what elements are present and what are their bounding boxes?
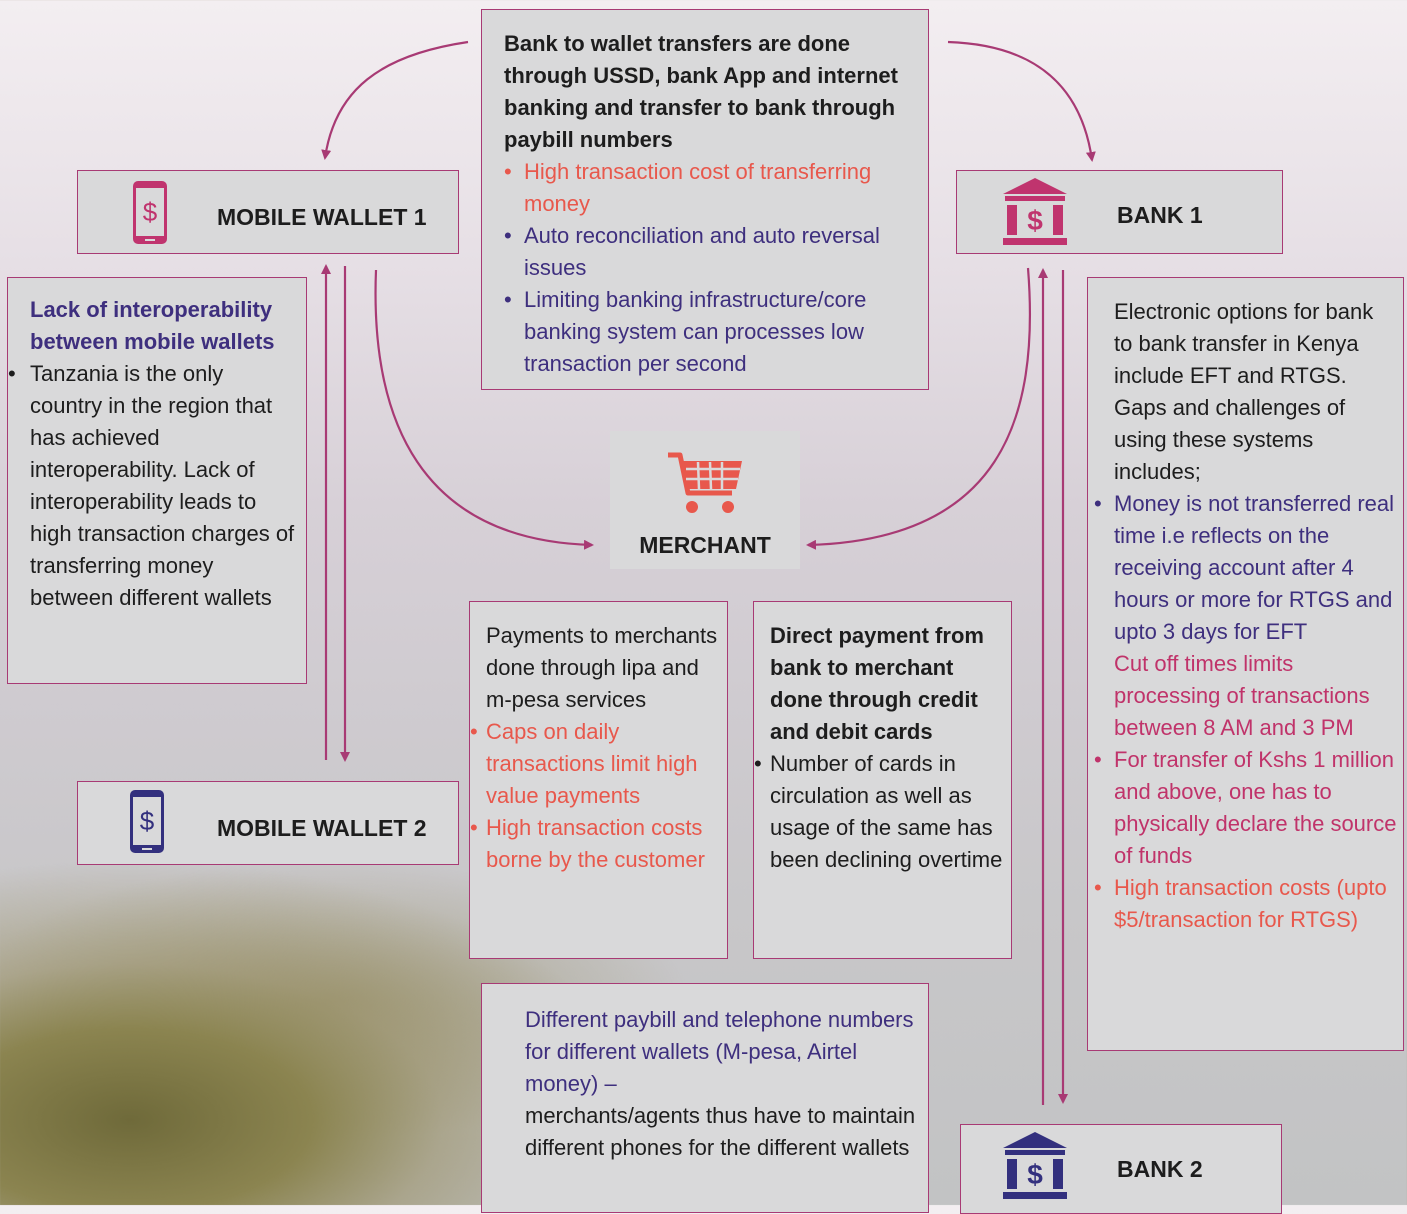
arrow-wallet1-to-merchant <box>374 269 594 550</box>
right-box-intro: Electronic options for bank to bank tran… <box>1114 299 1374 484</box>
phone-dollar-icon: $ <box>130 790 164 853</box>
arrow-top-to-bank1 <box>947 40 1096 162</box>
bottom-box-black-text: merchants/agents thus have to maintain d… <box>525 1103 916 1160</box>
mobile-wallet-1-label: MOBILE WALLET 1 <box>217 204 427 230</box>
merchant-info-box-2: Direct payment from bank to merchant don… <box>753 601 1012 959</box>
right-box-bullet-3: High transaction costs (upto $5/transact… <box>1094 872 1397 936</box>
top-box-bullet-2: Auto reconciliation and auto reversal is… <box>504 220 916 284</box>
top-box-heading: Bank to wallet transfers are done throug… <box>504 31 898 152</box>
left-box-bullet: Tanzania is the only country in the regi… <box>8 358 300 614</box>
bank-dollar-icon: $ <box>1003 178 1067 245</box>
right-box-cutoff: Cut off times limits processing of trans… <box>1114 651 1370 740</box>
svg-text:$: $ <box>1027 205 1043 236</box>
merchant-box-2-bullet: Number of cards in circulation as well a… <box>754 748 1003 876</box>
bank-1-label: BANK 1 <box>1117 202 1203 228</box>
bank-2-node: $ BANK 2 <box>960 1124 1282 1214</box>
merchant-label: MERCHANT <box>639 532 771 558</box>
svg-text:$: $ <box>1027 1159 1043 1190</box>
right-info-box: Electronic options for bank to bank tran… <box>1087 277 1404 1051</box>
merchant-box-1-bullet-2: High transaction costs borne by the cust… <box>470 812 723 876</box>
svg-text:$: $ <box>143 197 158 227</box>
bank-dollar-icon: $ <box>1003 1132 1067 1199</box>
merchant-box-2-heading: Direct payment from bank to merchant don… <box>770 623 984 744</box>
mobile-wallet-2-node: $ MOBILE WALLET 2 <box>77 781 459 865</box>
merchant-node: MERCHANT <box>610 431 800 569</box>
svg-text:$: $ <box>140 806 155 836</box>
arrow-top-to-wallet1 <box>321 40 469 160</box>
phone-dollar-icon: $ <box>133 181 167 244</box>
top-box-bullet-3: Limiting banking infrastructure/core ban… <box>504 284 916 380</box>
bank-2-label: BANK 2 <box>1117 1156 1203 1182</box>
merchant-box-1-intro: Payments to merchants done through lipa … <box>486 623 718 712</box>
left-box-heading: Lack of interoperability between mobile … <box>30 297 275 354</box>
right-box-bullet-2: For transfer of Kshs 1 million and above… <box>1094 744 1397 872</box>
mobile-wallet-2-label: MOBILE WALLET 2 <box>217 815 427 841</box>
top-box-bullet-1: High transaction cost of transferring mo… <box>504 156 916 220</box>
left-info-box: Lack of interoperability between mobile … <box>7 277 307 684</box>
arrow-bank1-to-merchant <box>806 267 1032 550</box>
bottom-box-purple-text: Different paybill and telephone numbers … <box>525 1007 914 1096</box>
shopping-cart-icon <box>668 452 742 513</box>
merchant-info-box-1: Payments to merchants done through lipa … <box>469 601 728 959</box>
top-info-box: Bank to wallet transfers are done throug… <box>481 9 929 390</box>
mobile-wallet-1-node: $ MOBILE WALLET 1 <box>77 170 459 254</box>
right-box-bullet-1: Money is not transferred real time i.e r… <box>1094 488 1397 648</box>
merchant-box-1-bullet-1: Caps on daily transactions limit high va… <box>470 716 723 812</box>
bottom-info-box: Different paybill and telephone numbers … <box>481 983 929 1213</box>
bank-1-node: $ BANK 1 <box>956 170 1283 254</box>
